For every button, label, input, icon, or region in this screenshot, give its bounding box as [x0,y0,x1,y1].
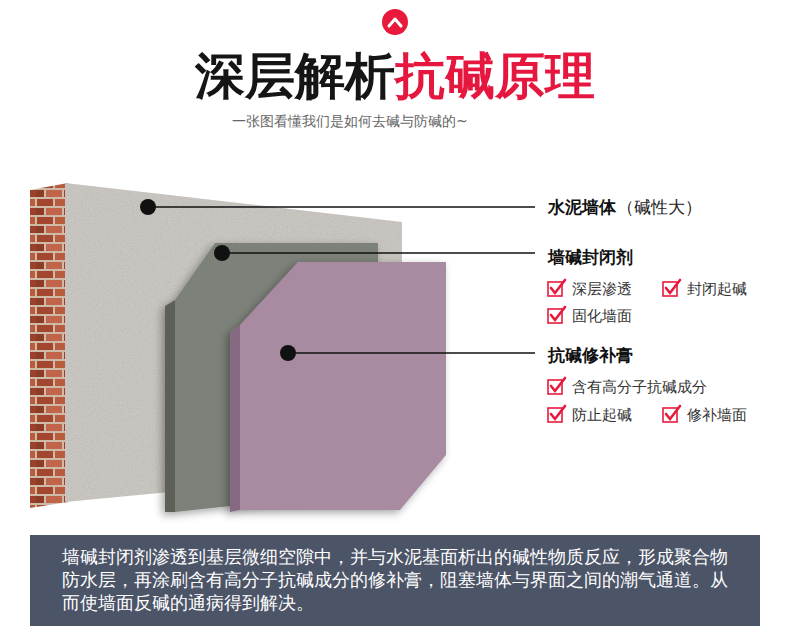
leader-dot [214,245,230,261]
feature-item: 封闭起碱 [687,280,747,298]
checkmark [551,378,565,391]
layer-name: 抗碱修补膏 [548,345,633,365]
leader-dot [140,199,156,215]
checkmark [551,406,565,419]
brick-wall [30,183,68,508]
badge-icon [382,9,408,35]
subtitle: 一张图看懂我们是如何去碱与防碱的~ [232,113,468,130]
repair-edge [230,325,240,512]
leader-line [222,252,535,254]
feature-item: 固化墙面 [572,307,632,325]
layer-name: 墙碱封闭剂 [548,247,633,267]
checkmark [666,280,680,293]
feature-item: 修补墙面 [687,406,747,424]
repair-face [240,262,446,510]
checkmark [551,280,565,293]
feature-item: 含有高分子抗碱成分 [572,378,707,396]
checkbox-icons [548,280,680,422]
sealer-edge [165,300,175,512]
chevron-icon [389,19,401,26]
feature-item: 深层渗透 [572,280,632,298]
explanation-band: 墙碱封闭剂渗透到基层微细空隙中，并与水泥基面析出的碱性物质反应，形成聚合物防水层… [30,535,760,626]
feature-item: 防止起碱 [572,406,632,424]
explanation-text: 墙碱封闭剂渗透到基层微细空隙中，并与水泥基面析出的碱性物质反应，形成聚合物防水层… [62,546,728,615]
checkmark [666,406,680,419]
leader-dot [280,345,296,361]
repair-layer [230,262,446,512]
main-title: 深层解析抗碱原理 [195,49,595,104]
checkmark [551,307,565,320]
layer-name: 水泥墙体 [548,197,616,217]
leader-line [288,352,535,354]
layer-note: （碱性大） [617,197,702,217]
leader-line [148,206,535,208]
